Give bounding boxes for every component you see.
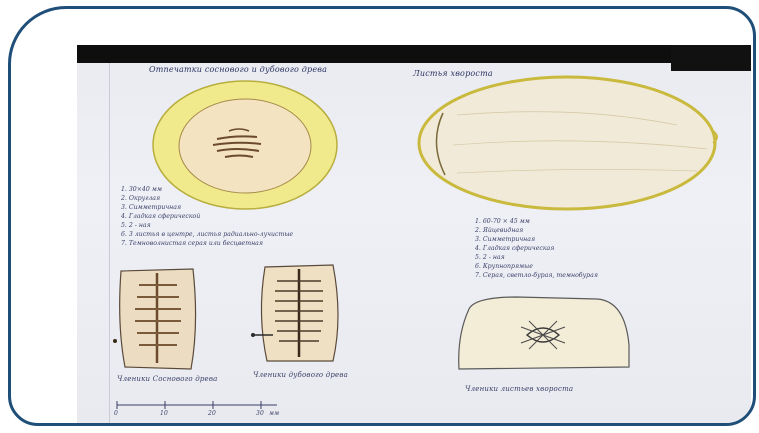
pine-tangential-section	[113, 269, 196, 369]
title-left: Отпечатки соснового и дубового древа	[149, 65, 327, 74]
note-right-5: 5. 2 - ная	[475, 253, 598, 262]
scale-tick-10: 10	[160, 410, 168, 417]
scale-tick-0: 0	[114, 410, 118, 417]
notes-right: 1. 60-70 × 45 мм 2. Яйцевидная 3. Симмет…	[475, 217, 598, 280]
scale-unit: мм	[269, 410, 279, 417]
note-left-5: 5. 2 - ная	[121, 221, 293, 230]
hazel-cross-section	[419, 77, 717, 209]
rounded-frame: Отпечатки соснового и дубового древа Лис…	[8, 6, 756, 426]
caption-oak: Членики дубового древа	[253, 371, 348, 379]
note-right-7: 7. Серая, светло-бурая, темнобурая	[475, 271, 598, 280]
note-right-3: 3. Симметричная	[475, 235, 598, 244]
note-right-2: 2. Яйцевидная	[475, 226, 598, 235]
scale-tick-30: 30	[256, 410, 264, 417]
caption-hazel: Членики листьев хвороста	[465, 385, 573, 393]
note-right-1: 1. 60-70 × 45 мм	[475, 217, 598, 226]
note-left-6: 6. 3 листья в центре, листья радиально-л…	[121, 230, 293, 239]
notebook-photo: Отпечатки соснового и дубового древа Лис…	[77, 45, 751, 426]
notes-left: 1. 30×40 мм 2. Округлая 3. Симметричная …	[121, 185, 293, 248]
title-right: Листья хвороста	[413, 69, 493, 78]
note-right-4: 4. Гладкая сферическая	[475, 244, 598, 253]
scale-tick-20: 20	[208, 410, 216, 417]
note-left-3: 3. Симметричная	[121, 203, 293, 212]
note-left-2: 2. Округлая	[121, 194, 293, 203]
note-left-1: 1. 30×40 мм	[121, 185, 293, 194]
note-left-4: 4. Гладкая сферической	[121, 212, 293, 221]
scale-bar	[117, 401, 277, 409]
oak-tangential-section	[251, 265, 338, 361]
caption-pine: Членики Соснового древа	[117, 375, 218, 383]
note-right-6: 6. Крупнопрямые	[475, 262, 598, 271]
hazel-tangential-section	[459, 297, 629, 369]
note-left-7: 7. Темноволнистая серая или бесцветная	[121, 239, 293, 248]
